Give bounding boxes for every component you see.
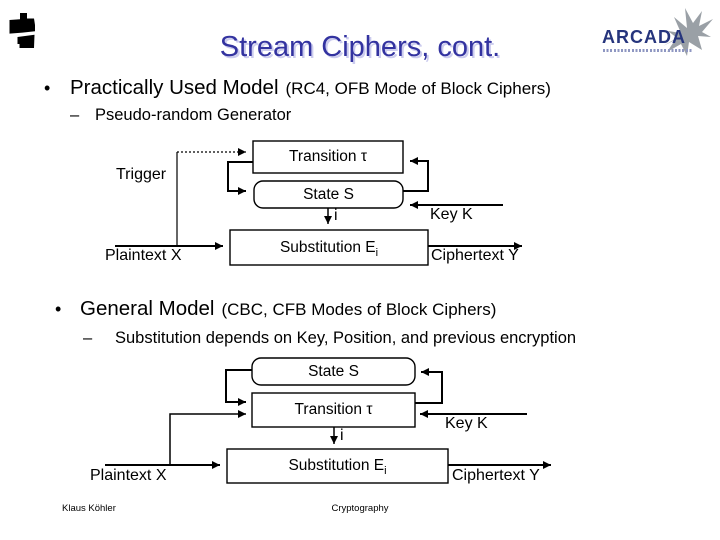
subbullet-text: Substitution depends on Key, Position, a… bbox=[115, 329, 577, 347]
state-box-label: State S bbox=[303, 186, 354, 203]
diagram2-lines bbox=[105, 357, 551, 484]
substitution-subscript: i bbox=[375, 247, 379, 260]
ciphertext-label: Ciphertext Y bbox=[452, 467, 540, 484]
bullet-general-model: • General Model (CBC, CFB Modes of Block… bbox=[55, 297, 496, 321]
arcada-wordmark: ARCADA bbox=[602, 27, 686, 47]
arcada-tagline-microtext bbox=[603, 49, 693, 52]
diagram1-lines bbox=[115, 140, 522, 266]
footer-author: Klaus Köhler bbox=[62, 503, 116, 514]
bullet-marker: • bbox=[55, 299, 62, 319]
bird-icon bbox=[657, 6, 715, 63]
key-label: Key K bbox=[445, 415, 488, 432]
substitution-box-label: Substitution Ei bbox=[288, 457, 387, 478]
ciphertext-label: Ciphertext Y bbox=[431, 247, 519, 264]
slide-title: Stream Ciphers, cont. bbox=[219, 31, 501, 63]
bullet-practically-used-model: • Practically Used Model (RC4, OFB Mode … bbox=[44, 76, 551, 100]
arcada-logo: ARCADA bbox=[599, 6, 715, 60]
bullet-detail-text: (CBC, CFB Modes of Block Ciphers) bbox=[221, 300, 497, 319]
dash-marker: – bbox=[83, 329, 93, 347]
substitution-subscript: i bbox=[384, 465, 387, 478]
diagram-general-model: State S Transition τ Substitution Ei Key… bbox=[90, 355, 570, 490]
state-box-label: State S bbox=[308, 363, 359, 380]
footer-course: Cryptography bbox=[331, 503, 389, 514]
bullet-detail-text: (RC4, OFB Mode of Block Ciphers) bbox=[285, 79, 551, 98]
bullet-marker: • bbox=[44, 78, 51, 98]
transition-box-label: Transition τ bbox=[294, 401, 373, 418]
bullet-main-text: Practically Used Model bbox=[70, 76, 279, 99]
plaintext-label: Plaintext X bbox=[105, 247, 182, 264]
torso-emblem-icon bbox=[8, 13, 38, 55]
plaintext-label: Plaintext X bbox=[90, 467, 167, 484]
key-label: Key K bbox=[430, 206, 473, 223]
transition-box-label: Transition τ bbox=[289, 148, 367, 165]
substitution-box-label: Substitution Ei bbox=[279, 239, 379, 260]
subbullet-substitution-depends: – Substitution depends on Key, Position,… bbox=[83, 329, 576, 348]
trigger-label: Trigger bbox=[116, 166, 167, 183]
diagram-practical-model: Transition τ State S Substitution Ei Tri… bbox=[100, 138, 560, 273]
index-label: i bbox=[340, 427, 344, 444]
subbullet-pseudo-random-generator: – Pseudo-random Generator bbox=[70, 106, 291, 125]
index-label: i bbox=[334, 207, 338, 224]
bullet-main-text: General Model bbox=[80, 297, 215, 320]
dash-marker: – bbox=[70, 106, 80, 124]
subbullet-text: Pseudo-random Generator bbox=[95, 106, 292, 124]
